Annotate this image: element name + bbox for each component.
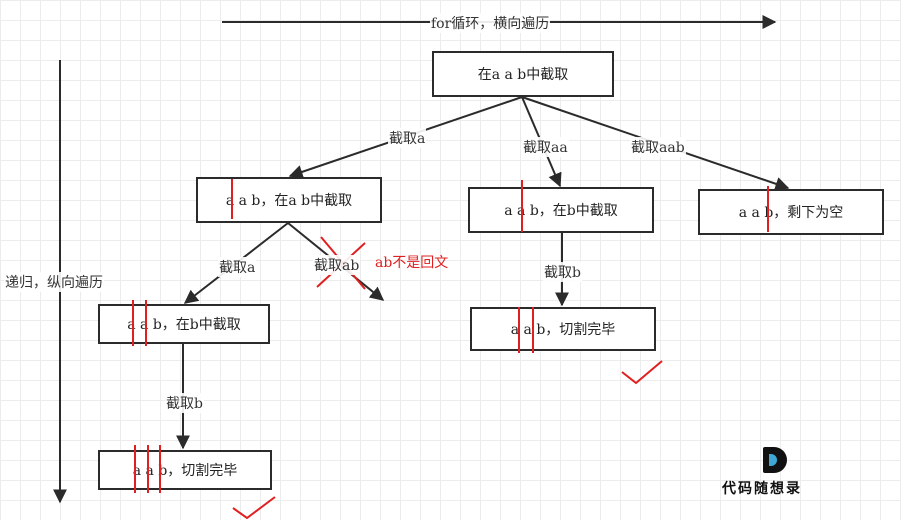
node-n111: a a b，切割完毕 — [98, 450, 272, 490]
edge-label-root-n2: 截取aa — [522, 137, 569, 157]
check-mark-icon — [621, 360, 663, 385]
cut-marker — [518, 307, 520, 353]
node-n11: a a b，在b中截取 — [98, 304, 270, 344]
node-n1: a a b，在a b中截取 — [196, 177, 382, 223]
edge-label-n1-n11: 截取a — [218, 257, 257, 277]
check-mark-icon — [232, 496, 276, 520]
node-root: 在a a b中截取 — [432, 51, 614, 97]
cut-marker — [231, 179, 233, 219]
node-label: a a b，切割完毕 — [132, 463, 238, 479]
edge-label-n11-n111: 截取b — [165, 393, 204, 413]
node-n2: a a b，在b中截取 — [468, 187, 654, 233]
brand-name: 代码随想录 — [722, 481, 802, 497]
vertical-traversal-label: 递归，纵向遍历 — [4, 272, 104, 292]
cut-marker — [532, 307, 534, 353]
edge-label-n1-invalid: 截取ab — [313, 255, 361, 275]
brand-logo-icon — [763, 447, 787, 473]
node-label: a a b，在a b中截取 — [225, 193, 353, 209]
edge-label-root-n3: 截取aab — [630, 137, 686, 157]
node-label: a a b，切割完毕 — [510, 322, 616, 338]
cut-marker — [159, 445, 161, 493]
cut-marker — [132, 300, 134, 346]
horizontal-traversal-label: for循环，横向遍历 — [430, 13, 551, 33]
cut-marker — [134, 445, 136, 493]
edge-label-n2-n21: 截取b — [543, 262, 582, 282]
cut-marker — [145, 300, 147, 346]
cut-marker — [767, 186, 769, 232]
edge-label-root-n1: 截取a — [388, 128, 427, 148]
node-n21: a a b，切割完毕 — [470, 307, 656, 351]
node-label: a a b，在b中截取 — [127, 317, 241, 333]
cut-marker — [521, 180, 523, 232]
node-n3: a a b，剩下为空 — [698, 189, 884, 235]
node-label: a a b，在b中截取 — [504, 203, 618, 219]
node-label: a a b，剩下为空 — [738, 205, 844, 221]
invalid-palindrome-note: ab不是回文 — [375, 255, 449, 271]
cut-marker — [147, 445, 149, 493]
